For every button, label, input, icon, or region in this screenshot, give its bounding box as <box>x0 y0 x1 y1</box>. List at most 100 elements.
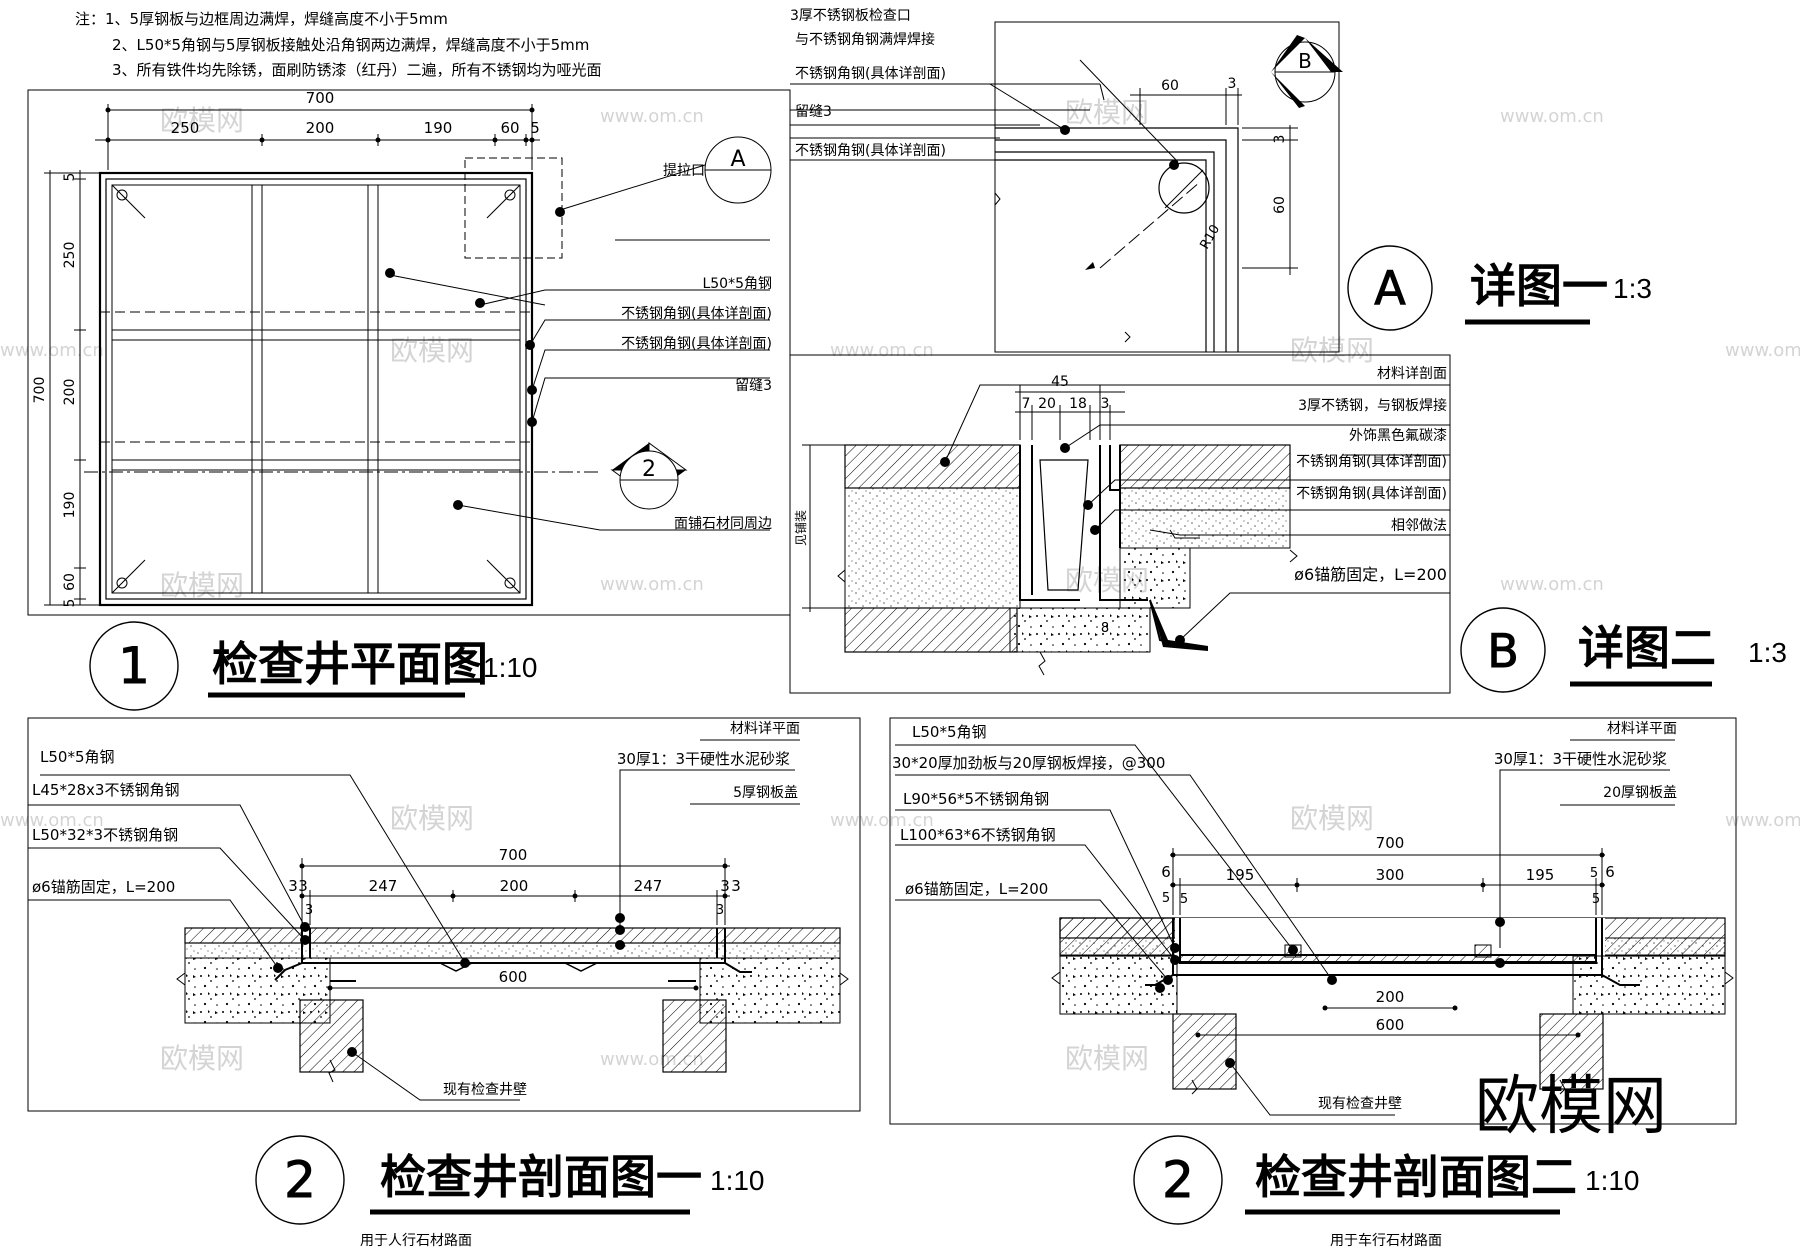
plan-label: 不锈钢角钢(具体详剖面) <box>621 306 772 322</box>
plan-dim-v: 190 <box>62 492 78 519</box>
detail-1-dim: 60 <box>1272 196 1288 214</box>
plan-dim: 190 <box>424 119 453 137</box>
section-1-number: 2 <box>284 1151 316 1209</box>
watermark-logo: 欧模网 <box>1290 334 1374 367</box>
section-1-label: L45*28x3不锈钢角钢 <box>32 781 179 799</box>
detail-2: 45 7 20 18 3 8 见铺装 材料详剖面 3厚不锈钢，与钢板焊接 外饰黑… <box>789 354 1787 694</box>
watermark-url: www.om.cn <box>600 574 704 595</box>
section-2-label-r: 材料详平面 <box>1607 721 1677 737</box>
plan-number-circle <box>89 621 179 711</box>
watermark-logo: 欧模网 <box>1065 1042 1149 1075</box>
detail-1-frame <box>994 21 1340 353</box>
plan-view: 700 250 200 190 60 5 700 5 250 200 190 6… <box>27 89 791 711</box>
detail-2-label: 3厚不锈钢，与钢板焊接 <box>1298 397 1447 414</box>
plan-label: L50*5角钢 <box>702 276 772 292</box>
watermark-logo: 欧模网 <box>160 569 244 602</box>
detail-2-circle-label: B <box>1487 624 1519 678</box>
section-1-label-r: 材料详平面 <box>730 721 800 737</box>
section-1-label-r: 5厚钢板盖 <box>733 785 798 801</box>
detail-2-scale: 1:3 <box>1748 637 1787 668</box>
section-2-dim-600: 600 <box>1376 1016 1405 1034</box>
watermarks: 欧模网 www.om.cn 欧模网 www.om.cn 欧模网 www.om.c… <box>0 96 1800 1075</box>
detail-1-circle <box>1347 245 1433 331</box>
brand-watermark: 欧模网 <box>1475 1070 1667 1144</box>
section-1-dim: 3 <box>731 877 741 895</box>
section-2-label: ø6锚筋固定，L=200 <box>905 880 1048 898</box>
watermark-url: www.om.cn <box>830 340 934 361</box>
watermark-url: www.om.cn <box>1500 106 1604 127</box>
section-1-dim: 3 <box>288 877 298 895</box>
watermark-url: www.om.cn <box>600 106 704 127</box>
detail-1-scale: 1:3 <box>1613 273 1652 304</box>
detail-2-label: 不锈钢角钢(具体详剖面) <box>1296 454 1447 470</box>
detail-1-dim: 60 <box>1161 78 1179 94</box>
section-2-label: 30*20厚加劲板与20厚钢板焊接，@300 <box>892 754 1165 772</box>
section-2: 700 6 5 195 300 195 5 6 5 5 200 600 L50*… <box>889 717 1737 1249</box>
plan-dim-v: 200 <box>62 379 78 406</box>
plan-label: 不锈钢角钢(具体详剖面) <box>621 336 772 352</box>
section-2-subtitle: 用于车行石材路面 <box>1330 1232 1442 1249</box>
ref-b-marker: B <box>1271 35 1343 108</box>
section-2-dim: 5 <box>1592 892 1600 907</box>
detail-1-dim-r: R10 <box>1197 222 1223 252</box>
plan-title: 检查井平面图 <box>212 637 488 691</box>
section-2-label-r: 20厚钢板盖 <box>1603 785 1677 801</box>
section-1-subtitle: 用于人行石材路面 <box>360 1233 472 1249</box>
watermark-logo: 欧模网 <box>1065 96 1149 129</box>
detail-1-dim: 3 <box>1228 76 1237 92</box>
section-2-number: 2 <box>1162 1151 1194 1209</box>
ref-2-label: 2 <box>642 457 656 482</box>
plan-label: 留缝3 <box>735 378 772 394</box>
watermark-url: www.om.cn <box>0 340 104 361</box>
watermark-logo: 欧模网 <box>390 802 474 835</box>
detail-1-label: 留缝3 <box>795 104 832 120</box>
section-2-dim: 195 <box>1526 866 1555 884</box>
section-2-label: L100*63*6不锈钢角钢 <box>900 826 1056 844</box>
detail-1-label: 与不锈钢角钢满焊焊接 <box>795 31 935 48</box>
detail-2-side-label: 见铺装 <box>794 510 808 546</box>
section-2-dim: 5 <box>1162 891 1170 906</box>
plan-dim-total: 700 <box>306 89 335 107</box>
detail-1-title: 详图一 <box>1470 259 1608 313</box>
lift-hole <box>1158 162 1210 214</box>
section-1-label: L50*32*3不锈钢角钢 <box>32 826 178 844</box>
section-1-dim: 200 <box>500 877 529 895</box>
detail-2-dim: 7 <box>1022 396 1031 412</box>
plan-dim-v: 60 <box>62 573 78 591</box>
detail-2-label: 不锈钢角钢(具体详剖面) <box>1296 486 1447 502</box>
plan-label: 面铺石材同周边 <box>674 516 772 532</box>
section-2-wall-label: 现有检查井壁 <box>1318 1096 1402 1112</box>
ref-a-label: A <box>730 147 745 172</box>
section-1-number-circle <box>255 1135 345 1225</box>
detail-2-label: 相邻做法 <box>1391 518 1447 534</box>
detail-1-circle-label: A <box>1374 261 1406 315</box>
section-2-title: 检查井剖面图二 <box>1255 1150 1577 1204</box>
plan-scale: 1:10 <box>483 652 538 683</box>
detail-2-label: 材料详剖面 <box>1377 366 1447 382</box>
watermark-url: www.om.cn <box>1725 810 1800 831</box>
section-1-dim-600: 600 <box>499 968 528 986</box>
watermark-url: www.om.cn <box>1725 340 1800 361</box>
plan-dim-total-v: 700 <box>32 377 48 404</box>
section-1-title: 检查井剖面图一 <box>380 1150 702 1204</box>
section-2-dim: 5 <box>1180 892 1188 907</box>
plan-dim: 60 <box>500 119 519 137</box>
section-2-dim-total: 700 <box>1376 834 1405 852</box>
watermark-logo: 欧模网 <box>160 1042 244 1075</box>
plan-dim-v: 5 <box>62 599 78 608</box>
detail-1-dim: 3 <box>1272 135 1288 144</box>
detail-2-frame <box>789 354 1451 694</box>
section-1-scale: 1:10 <box>710 1165 765 1196</box>
plan-outer <box>98 171 534 607</box>
ref-b-label: B <box>1298 49 1312 73</box>
section-1-dim-total: 700 <box>499 846 528 864</box>
detail-1-label: 不锈钢角钢(具体详剖面) <box>795 143 946 159</box>
detail-2-label: ø6锚筋固定，L=200 <box>1294 565 1447 584</box>
section-1-dim: 3 <box>716 903 724 918</box>
watermark-url: www.om.cn <box>0 810 104 831</box>
section-1-wall-label: 现有检查井壁 <box>443 1082 527 1098</box>
section-2-number-circle <box>1133 1135 1223 1225</box>
section-1: 700 3 3 247 200 247 3 3 3 3 600 L50*5角钢 … <box>27 717 861 1249</box>
section-2-dim: 6 <box>1605 863 1615 881</box>
